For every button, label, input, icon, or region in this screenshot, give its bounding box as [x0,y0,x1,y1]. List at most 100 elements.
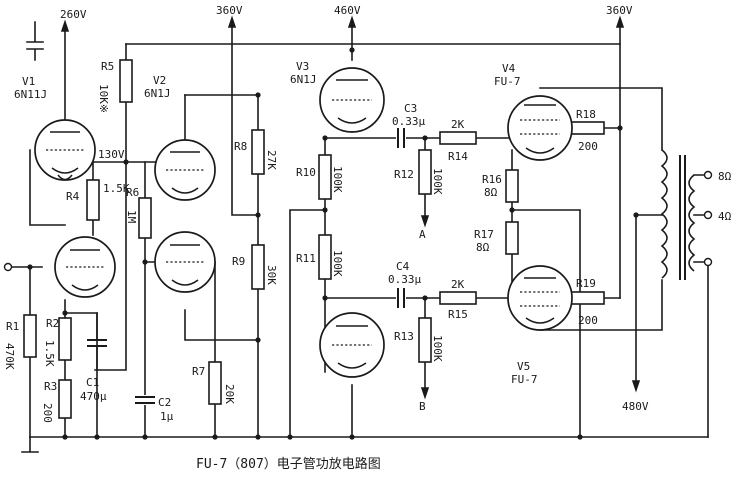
tube-v1-type: 6N11J [14,88,47,101]
tube-v3-ref: V3 [296,60,309,73]
r18-value: 200 [578,140,598,153]
capacitor-c2 [135,395,155,405]
r19-ref: R19 [576,277,596,290]
r18-ref: R18 [576,108,596,121]
resistor-r15 [439,291,477,305]
c3-ref: C3 [404,102,417,115]
resistor-r13 [418,317,432,363]
tube-v1-ref: V1 [22,75,35,88]
resistor-r1 [23,314,37,358]
r2-value: 1.5K [43,340,56,367]
tube-labels: V1 6N11J V2 6N1J V3 6N1J V4 FU-7 V5 FU-7 [14,60,538,386]
r15-value: 2K [451,278,465,291]
r9-value: 30K [265,265,278,285]
output-terminal-8ohm[interactable] [703,170,713,180]
r8-ref: R8 [234,140,247,153]
tube-v4-type: FU-7 [494,75,521,88]
tube-v1 [34,119,96,181]
c2-value: 1μ [160,410,174,423]
r17-ref: R17 [474,228,494,241]
r13-value: 100K [431,335,444,362]
tube-v4-ref: V4 [502,62,516,75]
r7-ref: R7 [192,365,205,378]
resistor-labels: R1 470K R2 1.5K R3 200 R4 1.5K R5 10K※ R… [3,60,598,423]
r14-value: 2K [451,118,465,131]
tube-v2 [154,139,216,201]
supply-480v: 480V [622,400,649,413]
c4-ref: C4 [396,260,410,273]
supply-460v: 460V [334,4,361,17]
tube-v3-lower [319,312,385,378]
tube-v5 [507,265,573,331]
resistor-r8 [251,129,265,175]
r12-value: 100K [431,168,444,195]
r16-ref: R16 [482,173,502,186]
output-terminal-4ohm[interactable] [703,210,713,220]
test-point-a: A [419,228,426,241]
supply-labels: 260V 360V 460V 360V 130V 480V [60,4,649,413]
supply-360v-right: 360V [606,4,633,17]
resistor-r2 [58,317,72,361]
supply-260v: 260V [60,8,87,21]
resistor-r5 [119,59,133,103]
output-transformer [660,149,696,280]
r6-value: 1M [125,210,138,224]
misc-labels: A B 8Ω 4Ω [419,170,732,413]
junctions [27,47,639,440]
r12-ref: R12 [394,168,414,181]
r10-value: 100K [331,166,344,193]
output-label-8ohm: 8Ω [718,170,732,183]
output-label-4ohm: 4Ω [718,210,732,223]
resistor-r3 [58,379,72,419]
r13-ref: R13 [394,330,414,343]
r2-ref: R2 [46,317,59,330]
resistor-r18 [569,121,605,135]
r8-value: 27K [265,150,278,170]
resistor-r11 [318,234,332,280]
r10-ref: R10 [296,166,316,179]
tube-v2-type: 6N1J [144,87,171,100]
capacitor-bank [87,128,406,405]
resistor-bank [23,59,605,419]
tube-v3 [319,67,385,133]
capacitor-c4 [396,288,406,308]
r4-value: 1.5K [103,182,130,195]
resistor-r4 [86,179,100,221]
c3-value: 0.33μ [392,115,425,128]
c4-value: 0.33μ [388,273,421,286]
r16-value: 8Ω [484,186,498,199]
r6-ref: R6 [126,186,139,199]
r5-value: 10K※ [97,84,110,113]
input-terminal[interactable] [3,262,13,272]
tube-v2-lower [154,231,216,293]
tube-v1-lower [54,236,116,298]
r3-value: 200 [41,403,54,423]
c1-value: 470μ [80,390,107,403]
r19-value: 200 [578,314,598,327]
r3-ref: R3 [44,380,57,393]
supply-130v: 130V [98,148,125,161]
r11-ref: R11 [296,252,316,265]
resistor-r16 [505,169,519,203]
r4-ref: R4 [66,190,80,203]
capacitor-c3 [396,128,406,148]
resistor-r14 [439,131,477,145]
terminals [3,170,713,400]
r15-ref: R15 [448,308,468,321]
resistor-r7 [208,361,222,405]
resistor-r17 [505,221,519,255]
c1-ref: C1 [86,376,99,389]
output-terminal-common[interactable] [703,257,713,267]
resistor-r19 [569,291,605,305]
resistor-r6 [138,197,152,239]
c2-ref: C2 [158,396,171,409]
resistor-r10 [318,154,332,200]
tube-v3-type: 6N1J [290,73,317,86]
diagram-caption: FU-7（807）电子管功放电路图 [196,456,381,472]
r17-value: 8Ω [476,241,490,254]
r11-value: 100K [331,250,344,277]
r1-ref: R1 [6,320,19,333]
tube-v5-type: FU-7 [511,373,538,386]
